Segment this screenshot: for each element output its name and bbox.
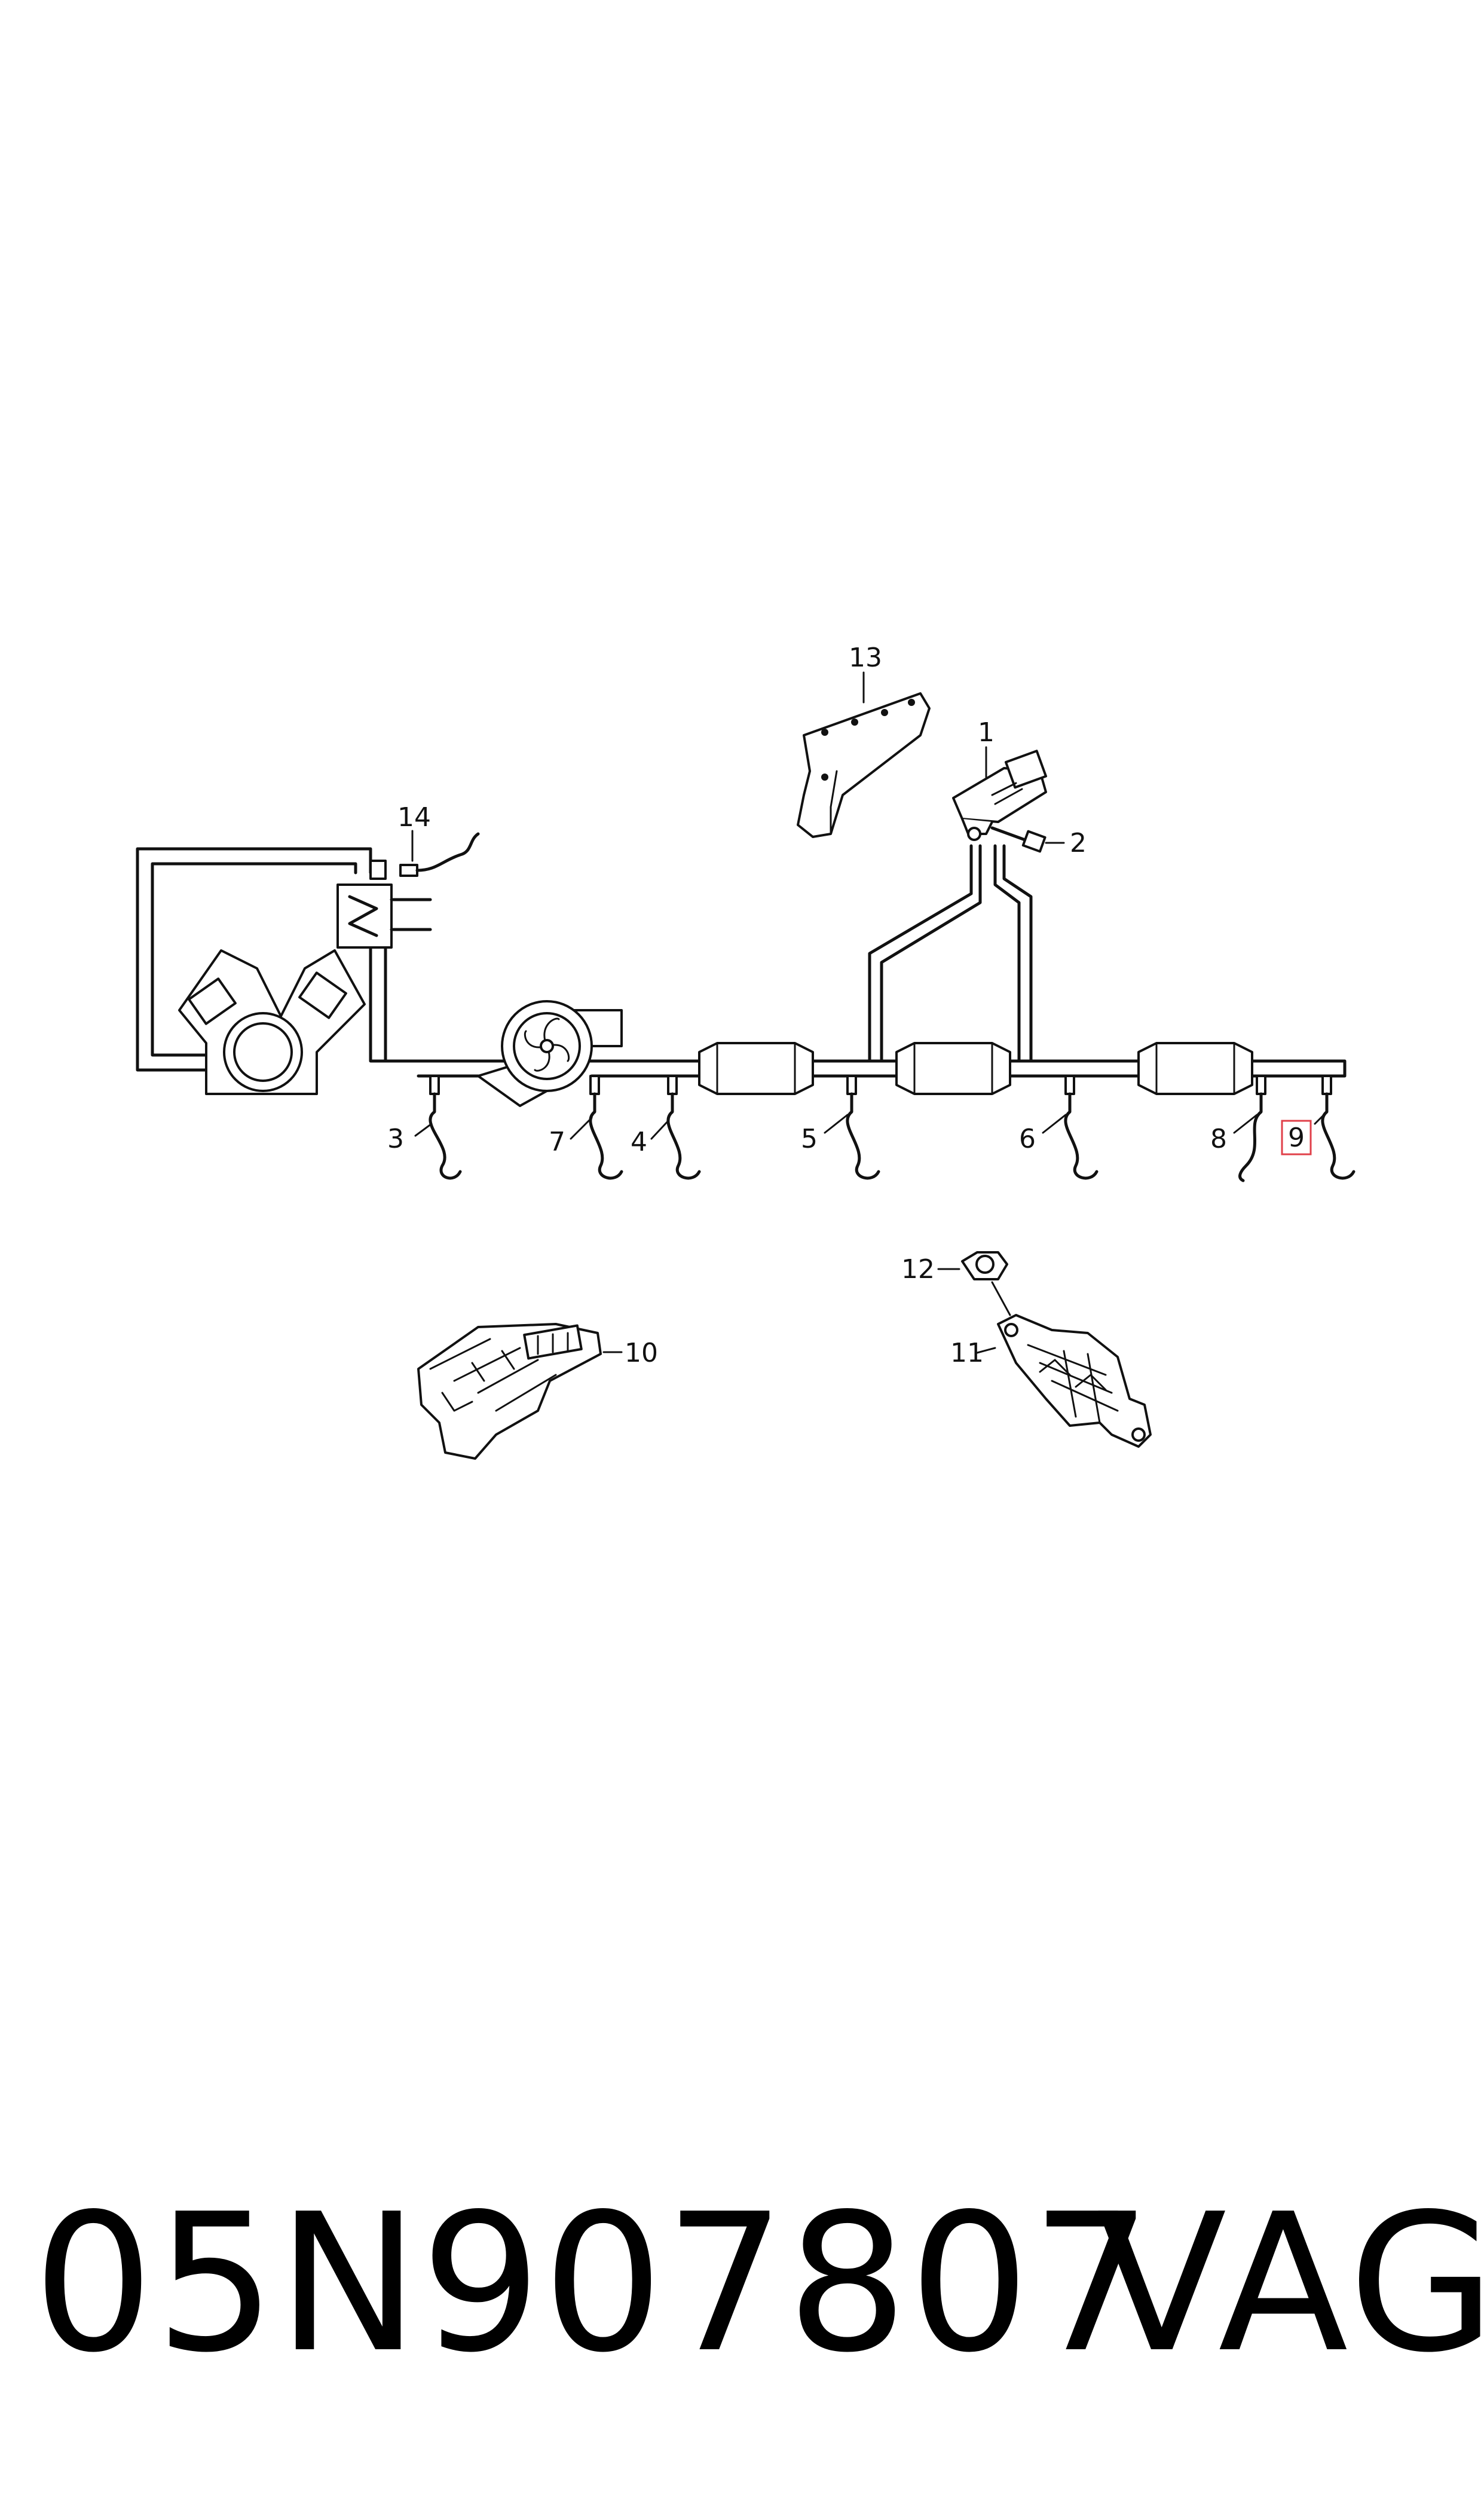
callout-1[interactable]: 1 [978,717,995,748]
catalytic-converter-2-icon [895,1042,1011,1095]
temp-sensor-6-icon [1064,1075,1099,1180]
engine-block-icon [178,949,366,1095]
turbocharger-icon [477,1000,623,1107]
bracket-13-icon [797,692,931,838]
callout-13[interactable]: 13 [849,643,882,673]
catalytic-converter-3-icon [1137,1042,1253,1095]
leader-4 [650,1120,669,1140]
temp-sensor-9-icon [1321,1075,1356,1180]
leader-3 [414,1123,433,1137]
leader-12-11 [991,1281,1011,1316]
callout-7[interactable]: 7 [549,1127,565,1157]
temp-sensor-8-icon [1238,1075,1266,1182]
leader-8 [1233,1114,1258,1134]
callout-3[interactable]: 3 [387,1124,404,1154]
exhaust-sensor-diagram: 13 1 2 14 3 7 4 5 6 8 9 10 12 11 [136,643,1356,1460]
pressure-sensor-icon [952,750,1048,841]
footer: 05N907807 VAG [33,2173,1484,2394]
temp-sensor-3-icon [429,1075,462,1180]
callout-6[interactable]: 6 [1019,1124,1036,1154]
callout-10[interactable]: 10 [625,1338,658,1368]
callout-11[interactable]: 11 [950,1338,984,1368]
callout-14[interactable]: 14 [397,802,431,833]
temp-sensor-7-icon [589,1075,623,1180]
callout-8[interactable]: 8 [1210,1124,1227,1154]
nut-12-icon [961,1251,1008,1280]
bracket-11-icon [997,1314,1152,1448]
leader-9 [1314,1114,1325,1125]
catalytic-converter-1-icon [698,1042,814,1095]
bolt-icon [990,826,1047,853]
brand-name: VAG [1097,2173,1484,2394]
temp-sensor-5-icon [846,1075,880,1180]
leader-7 [570,1117,593,1140]
callout-9[interactable]: 9 [1288,1123,1305,1153]
callout-12[interactable]: 12 [901,1254,935,1285]
part-number: 05N907807 [33,2173,1153,2394]
highlight-box-9 [1281,1120,1312,1155]
leader-11 [976,1347,996,1354]
callout-2[interactable]: 2 [1070,828,1087,858]
leader-5 [824,1114,849,1134]
heater-box-icon [336,860,432,949]
connector-holder-10-icon [417,1323,602,1460]
temp-sensor-4-icon [666,1075,701,1180]
pressure-sensor-lines [868,844,1033,1063]
leader-6 [1042,1114,1067,1134]
callout-4[interactable]: 4 [631,1127,647,1157]
callout-5[interactable]: 5 [801,1124,818,1154]
sensor-14-icon [399,832,480,877]
exhaust-pipe [417,1059,1347,1078]
